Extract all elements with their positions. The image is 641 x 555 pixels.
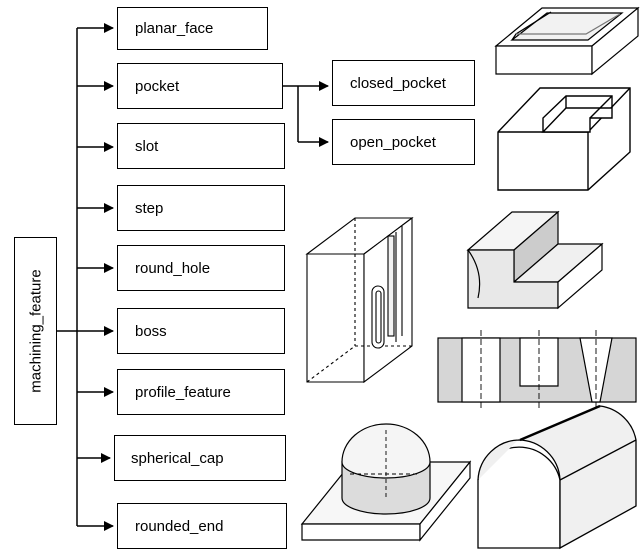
node-label: spherical_cap [131,449,224,467]
node-label: closed_pocket [350,74,446,92]
node-open-pocket: open_pocket [332,119,475,165]
rounded-end-illustration [477,404,637,550]
node-round-hole: round_hole [117,245,285,291]
node-step: step [117,185,285,231]
closed-pocket-illustration [494,6,640,76]
node-label: open_pocket [350,133,436,151]
round-hole-illustration [437,330,637,410]
node-boss: boss [117,308,285,354]
node-label: profile_feature [135,383,231,401]
node-label: slot [135,137,159,155]
machining-feature-root: machining_feature [14,237,57,425]
slot-illustration [305,216,414,384]
node-spherical-cap: spherical_cap [114,435,286,481]
root-label: machining_feature [27,269,44,393]
node-planar-face: planar_face [117,7,268,50]
node-pocket: pocket [117,63,283,109]
node-label: boss [135,322,167,340]
step-illustration [466,210,604,310]
node-label: rounded_end [135,517,224,535]
node-label: pocket [135,77,180,95]
node-closed-pocket: closed_pocket [332,60,475,106]
node-label: step [135,199,164,217]
node-label: planar_face [135,20,214,37]
node-profile-feature: profile_feature [117,369,285,415]
open-pocket-illustration [497,87,631,191]
node-slot: slot [117,123,285,169]
node-rounded-end: rounded_end [117,503,287,549]
boss-illustration [300,423,472,542]
node-label: round_hole [135,259,211,277]
